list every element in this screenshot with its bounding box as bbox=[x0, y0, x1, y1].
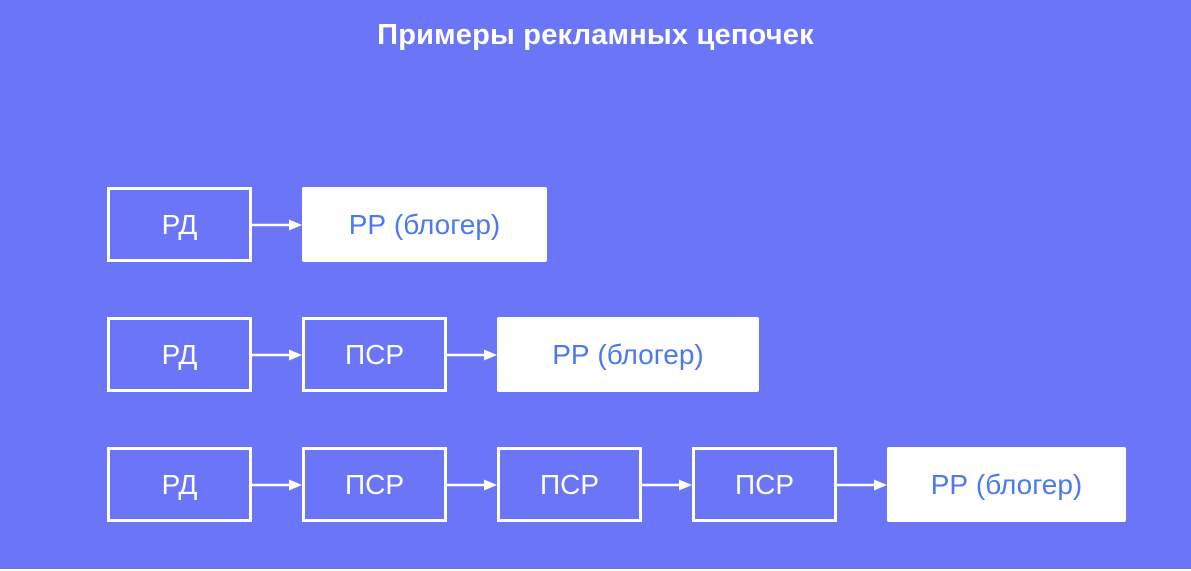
node-box: РД bbox=[107, 317, 252, 392]
node-box: ПСР bbox=[302, 317, 447, 392]
node-label: ПСР bbox=[344, 468, 405, 500]
node-label: ПСР bbox=[344, 338, 405, 370]
arrow-right-icon bbox=[447, 479, 497, 490]
node-box: ПСР bbox=[497, 447, 642, 522]
node-box-final: РР (блогер) bbox=[887, 447, 1126, 522]
node-box: РД bbox=[107, 187, 252, 262]
node-box-final: РР (блогер) bbox=[302, 187, 547, 262]
node-box: ПСР bbox=[692, 447, 837, 522]
node-label: РД bbox=[161, 468, 198, 500]
arrow-right-icon bbox=[252, 219, 302, 230]
node-box-final: РР (блогер) bbox=[497, 317, 759, 392]
node-box: РД bbox=[107, 447, 252, 522]
node-box: ПСР bbox=[302, 447, 447, 522]
arrow-right-icon bbox=[642, 479, 692, 490]
node-label: РР (блогер) bbox=[552, 338, 704, 370]
chain-row: РД ПСР РР (блогер) bbox=[107, 317, 759, 392]
arrow-right-icon bbox=[837, 479, 887, 490]
chain-row: РД ПСР ПСР ПСР РР (блогер) bbox=[107, 447, 1126, 522]
node-label: ПСР bbox=[734, 468, 795, 500]
arrow-right-icon bbox=[252, 349, 302, 360]
node-label: РР (блогер) bbox=[348, 208, 501, 240]
chain-row: РД РР (блогер) bbox=[107, 187, 547, 262]
bottom-divider bbox=[0, 569, 1191, 571]
arrow-right-icon bbox=[252, 479, 302, 490]
diagram-title: Примеры рекламных цепочек bbox=[377, 19, 814, 51]
node-label: РД bbox=[161, 208, 198, 240]
node-label: ПСР bbox=[539, 468, 600, 500]
arrow-right-icon bbox=[447, 349, 497, 360]
node-label: РР (блогер) bbox=[930, 468, 1083, 500]
node-label: РД bbox=[161, 338, 198, 370]
